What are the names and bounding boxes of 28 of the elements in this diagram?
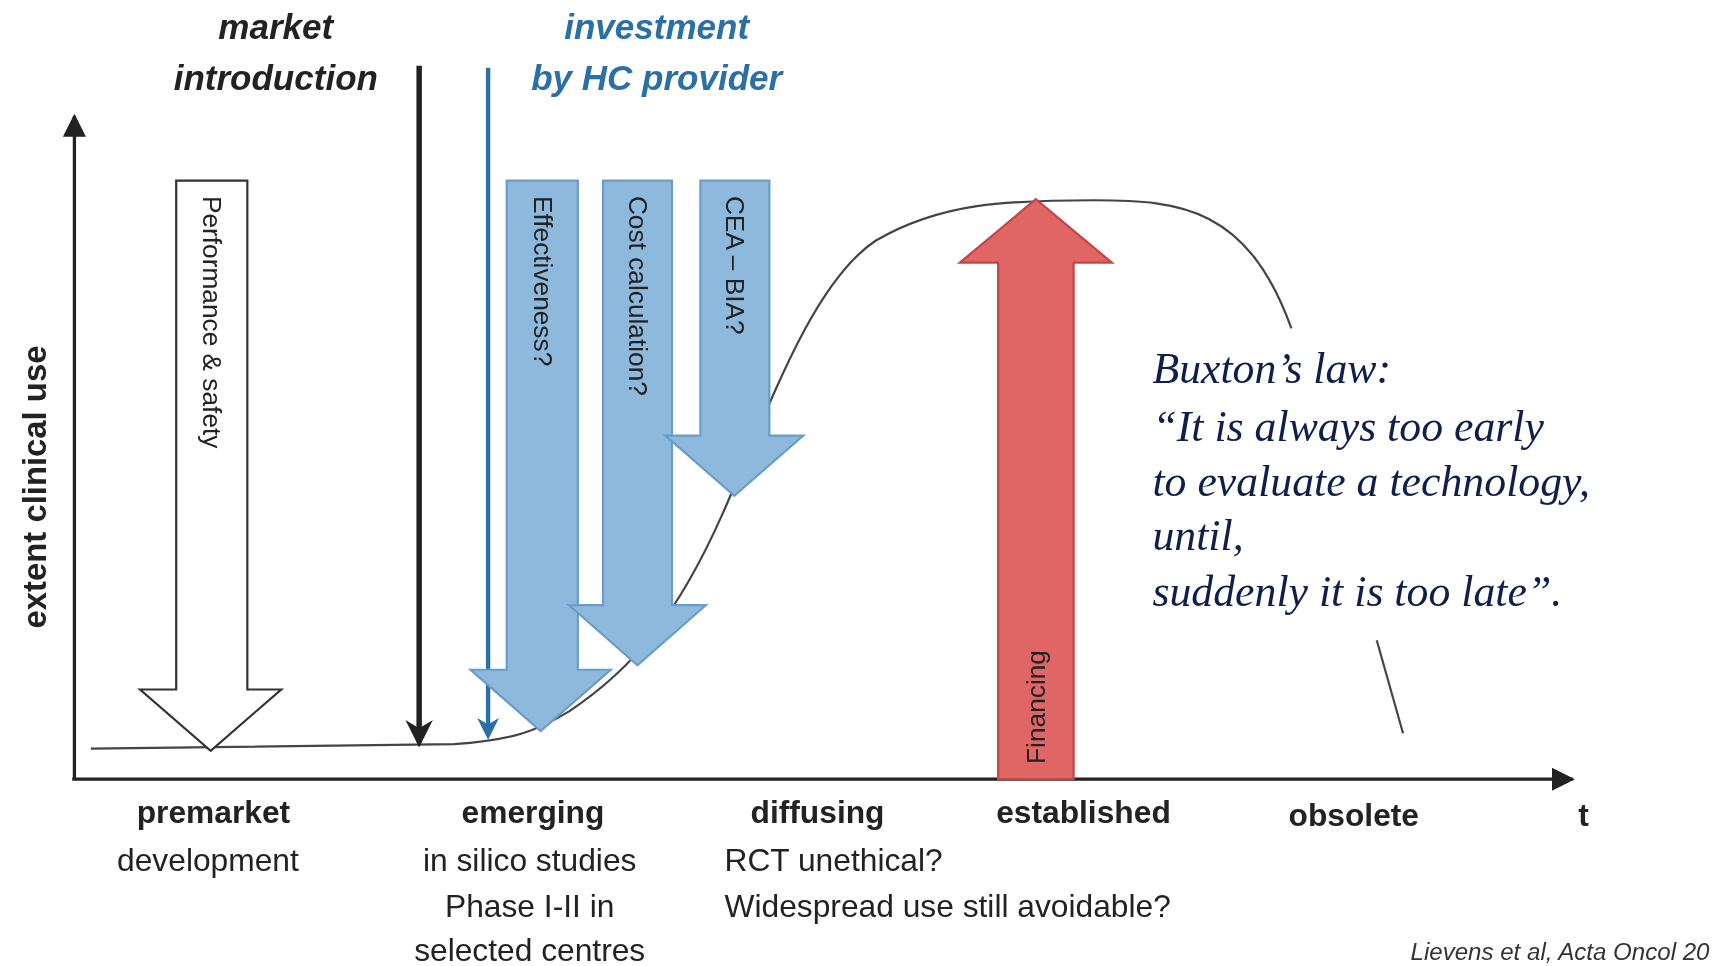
stage-description: in silico studies xyxy=(422,843,637,877)
stage-description: development xyxy=(117,843,299,877)
quote-text: “It is always too early xyxy=(1152,403,1544,450)
quote-text: until, xyxy=(1152,513,1244,560)
quote-text: to evaluate a technology, xyxy=(1152,458,1591,505)
citation: Lievens et al, Acta Oncol 20 xyxy=(1410,939,1710,965)
stage-description: RCT unethical? xyxy=(724,843,943,877)
arrow-label: Effectiveness? xyxy=(529,195,556,367)
milestone-label: introduction xyxy=(173,60,378,98)
axis-title: t xyxy=(1578,798,1589,832)
stage-description: selected centres xyxy=(414,933,646,966)
stage-heading: emerging xyxy=(461,795,605,829)
milestone-label: by HC provider xyxy=(531,60,783,98)
stage-heading: diffusing xyxy=(750,795,885,829)
quote-text: suddenly it is too late”. xyxy=(1152,569,1563,616)
stage-heading: established xyxy=(996,795,1171,829)
stage-description: Phase I-II in xyxy=(445,889,615,923)
arrow-label: CEA – BIA? xyxy=(721,195,748,335)
quote-heading: Buxton’s law: xyxy=(1152,345,1392,392)
stage-heading: premarket xyxy=(136,795,291,829)
milestone-label: investment xyxy=(564,9,750,46)
arrow-label: Cost calculation? xyxy=(624,195,651,396)
stage-description: Widespread use still avoidable? xyxy=(724,889,1171,923)
arrow-label: Performance & safety xyxy=(198,195,225,449)
axis-title: extent clinical use xyxy=(17,345,53,629)
arrow-label: Financing xyxy=(1022,650,1049,764)
milestone-label: market xyxy=(218,9,334,46)
stage-heading: obsolete xyxy=(1288,798,1420,832)
